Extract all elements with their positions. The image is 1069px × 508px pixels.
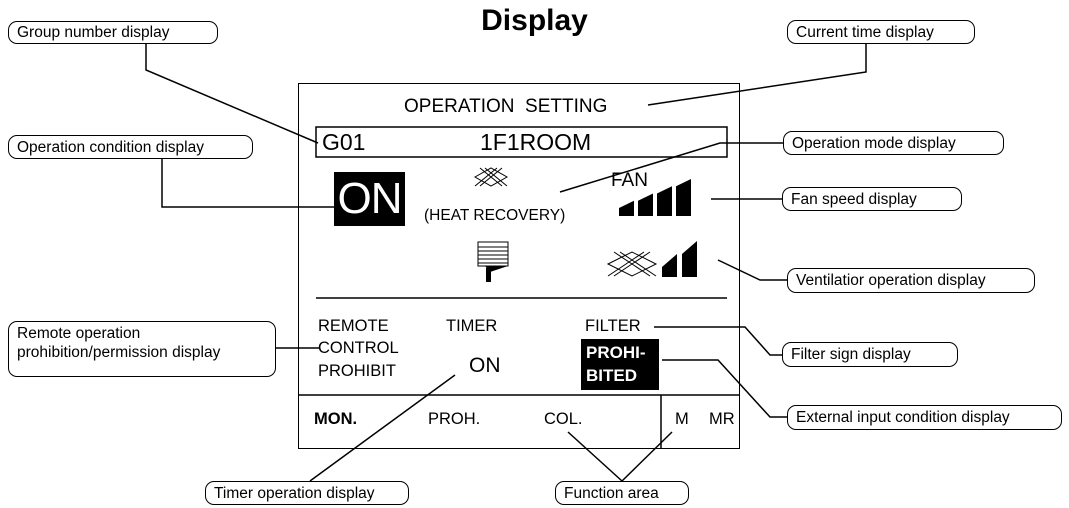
fan-label: FAN	[611, 170, 648, 191]
fan-bar-2	[638, 193, 653, 216]
timer-label: TIMER	[446, 317, 498, 335]
leader-timer-operation	[309, 374, 456, 482]
vent-bar-1	[662, 254, 677, 277]
leader-function-m	[621, 431, 673, 482]
leader-ventilation	[717, 259, 787, 281]
fan-speed-bars	[619, 179, 691, 216]
callout-timer-operation: Timer operation display	[205, 481, 409, 505]
diagram-title: Display	[481, 4, 588, 37]
leader-external-input	[662, 359, 787, 418]
leader-group-number	[145, 44, 319, 144]
callout-operation-condition: Operation condition display	[8, 135, 253, 159]
leader-operation-condition	[161, 159, 334, 208]
heat-recovery-icon	[473, 167, 509, 187]
callout-function-area: Function area	[555, 481, 689, 505]
operation-on-badge: ON	[334, 172, 405, 226]
leader-operation-mode	[559, 142, 783, 193]
callout-ventilation-operation: Ventilatior operation display	[787, 268, 1035, 293]
remote-line-2: CONTROL	[318, 339, 399, 357]
remote-line-3: PROHIBIT	[318, 362, 396, 380]
fan-bar-3	[657, 186, 672, 216]
callout-operation-mode: Operation mode display	[783, 131, 1004, 155]
callout-fan-speed: Fan speed display	[782, 187, 962, 211]
function-col: COL.	[544, 410, 583, 428]
leader-function-col	[567, 431, 623, 482]
function-mon: MON.	[314, 410, 358, 428]
prohibited-line-2: BITED	[586, 366, 637, 385]
ventilation-level-bars	[662, 241, 697, 277]
louver-icon	[477, 241, 509, 282]
fan-bar-1	[619, 200, 634, 216]
callout-group-number: Group number display	[8, 21, 218, 44]
function-proh: PROH.	[428, 410, 481, 428]
ventilation-icon	[606, 251, 658, 277]
group-number: G01	[322, 129, 366, 155]
vent-bar-2	[682, 241, 697, 277]
callout-remote-operation: Remote operation prohibition/permission …	[8, 321, 276, 377]
callout-current-time: Current time display	[787, 20, 975, 44]
operation-mode-text: (HEAT RECOVERY)	[424, 207, 566, 224]
remote-line-1: REMOTE	[318, 317, 389, 335]
prohibited-badge: PROHI- BITED	[581, 339, 659, 390]
room-name: 1F1ROOM	[480, 129, 592, 155]
prohibited-line-1: PROHI-	[586, 343, 646, 362]
function-m: M	[675, 410, 689, 428]
leader-current-time	[647, 44, 867, 106]
lcd-panel	[298, 83, 740, 449]
timer-value: ON	[469, 354, 501, 377]
screen-header: OPERATION SETTING	[404, 96, 608, 117]
leader-filter-sign	[654, 326, 782, 356]
function-mr: MR	[709, 410, 735, 428]
callout-external-input: External input condition display	[787, 405, 1062, 430]
fan-bar-4	[676, 179, 691, 216]
callout-filter-sign: Filter sign display	[782, 342, 958, 367]
filter-label: FILTER	[585, 317, 641, 335]
